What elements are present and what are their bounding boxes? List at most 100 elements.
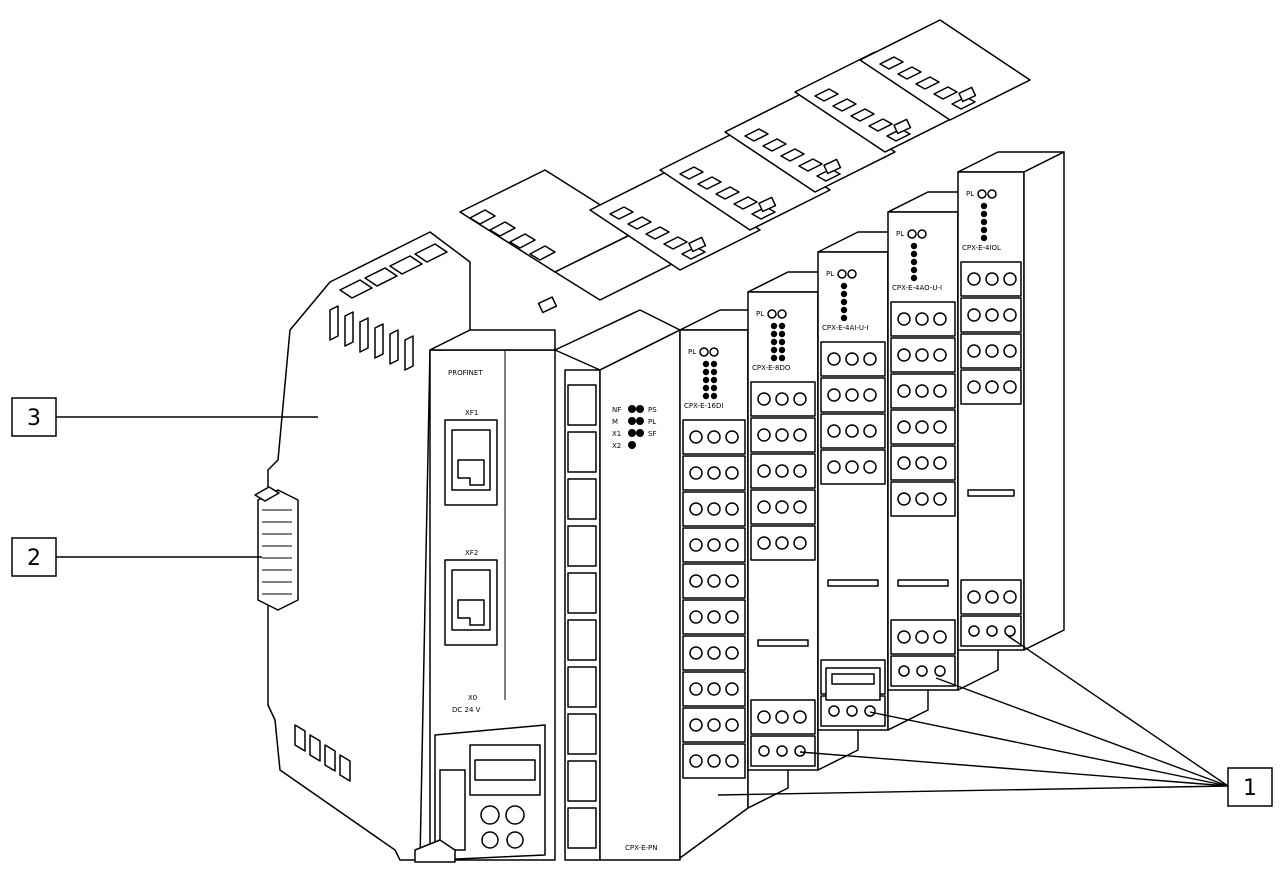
io-module-vent — [697, 176, 722, 190]
io-channel-led — [702, 384, 710, 392]
io-module-model-label: CPX-E-8DO — [752, 364, 791, 372]
terminal-screw — [897, 420, 911, 434]
io-module-vent — [868, 118, 893, 132]
led-pl — [636, 417, 644, 425]
io-channel-led — [840, 298, 848, 306]
terminal-screw — [1003, 308, 1017, 322]
io-module-vent — [679, 166, 704, 180]
leader-1b — [935, 677, 1229, 787]
terminal-screw — [1003, 344, 1017, 358]
terminal-screw — [915, 384, 929, 398]
led-label-x1: X1 — [612, 430, 621, 438]
io-led-pl — [837, 269, 847, 279]
io-channel-led — [910, 266, 918, 274]
led-ps — [636, 405, 644, 413]
terminal-screw — [967, 344, 981, 358]
terminal-screw — [758, 745, 770, 757]
terminal-screw — [707, 574, 721, 588]
terminal-screw — [897, 492, 911, 506]
terminal-screw — [793, 428, 807, 442]
leader-1e — [717, 785, 1229, 796]
terminal-screw — [915, 312, 929, 326]
io-module-vent — [933, 86, 958, 100]
terminal-screw — [915, 492, 929, 506]
io-led-sf — [709, 347, 719, 357]
terminal-screw — [967, 272, 981, 286]
io-module-vent — [780, 148, 805, 162]
terminal-screw — [985, 590, 999, 604]
ethernet-port-2 — [444, 559, 498, 646]
io-led-sf — [847, 269, 857, 279]
io-channel-led — [702, 360, 710, 368]
io-module-vent — [879, 56, 904, 70]
terminal-screw — [845, 424, 859, 438]
io-led-label: PL — [896, 230, 904, 238]
led-label-m: M — [612, 418, 618, 426]
terminal-screw — [897, 456, 911, 470]
terminal-screw — [707, 682, 721, 696]
io-channel-led — [840, 282, 848, 290]
io-channel-led — [710, 376, 718, 384]
led-label-ps: PS — [648, 406, 657, 414]
terminal-screw — [864, 705, 876, 717]
terminal-screw — [845, 352, 859, 366]
io-channel-led — [770, 338, 778, 346]
port1-label: XF1 — [465, 409, 478, 417]
io-module-latch — [758, 196, 777, 213]
io-module-vent-block — [589, 169, 761, 271]
io-led-sf — [987, 189, 997, 199]
io-channel-led — [840, 314, 848, 322]
terminal-screw — [915, 630, 929, 644]
led-x1 — [628, 429, 636, 437]
io-module-latch — [893, 118, 912, 135]
terminal-screw — [725, 430, 739, 444]
terminal-screw — [934, 665, 946, 677]
callout-2-label: 2 — [27, 546, 41, 571]
io-module-vent — [814, 88, 839, 102]
terminal-screw — [863, 424, 877, 438]
led-label-pl: PL — [648, 418, 656, 426]
terminal-screw — [933, 312, 947, 326]
label-holder-slot — [831, 673, 875, 685]
io-module-vent — [897, 66, 922, 80]
terminal-screw — [863, 352, 877, 366]
io-module-vent — [645, 226, 670, 240]
io-module-vent-block — [724, 91, 896, 193]
terminal-screw — [793, 392, 807, 406]
terminal-screw — [689, 430, 703, 444]
io-module-model-label: CPX-E-16DI — [684, 402, 723, 410]
io-channel-led — [840, 306, 848, 314]
terminal-screw — [707, 718, 721, 732]
io-module-latch — [823, 158, 842, 175]
led-nf — [628, 405, 636, 413]
io-module-vent-block — [659, 129, 831, 231]
io-led-sf — [917, 229, 927, 239]
io-channel-led — [980, 234, 988, 242]
terminal-screw — [827, 388, 841, 402]
terminal-screw — [775, 710, 789, 724]
terminal-screw — [985, 272, 999, 286]
terminal-screw — [725, 538, 739, 552]
io-channel-led — [910, 242, 918, 250]
leader-1d — [799, 751, 1229, 787]
terminal-screw — [863, 388, 877, 402]
terminal-screw — [775, 536, 789, 550]
io-cover-latch — [967, 489, 1015, 497]
terminal-screw — [967, 590, 981, 604]
terminal-screw — [1003, 380, 1017, 394]
bus-module: NF M X1 X2 PS PL SF CPX-E-PN — [459, 169, 681, 861]
led-label-sf: SF — [648, 430, 656, 438]
io-module-vent — [715, 186, 740, 200]
terminal-screw — [933, 456, 947, 470]
terminal-screw — [757, 500, 771, 514]
terminal-screw — [707, 610, 721, 624]
led-m — [628, 417, 636, 425]
io-led-sf — [777, 309, 787, 319]
io-channel-led — [910, 258, 918, 266]
leader-1c — [869, 711, 1229, 787]
terminal-screw — [725, 718, 739, 732]
terminal-screw — [725, 502, 739, 516]
io-led-label: PL — [756, 310, 764, 318]
terminal-screw — [707, 430, 721, 444]
